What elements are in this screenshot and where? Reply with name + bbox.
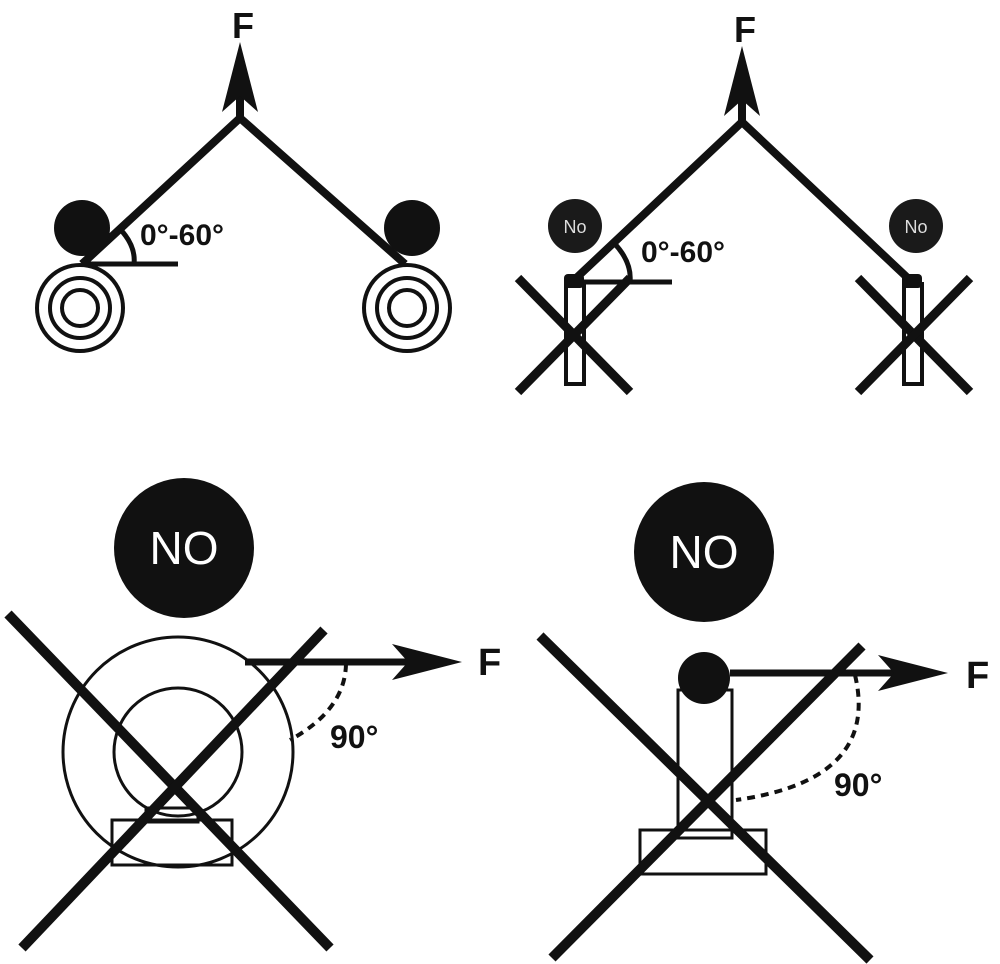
no-badge-label: NO [150, 522, 219, 574]
angle-label: 0°-60° [140, 219, 224, 252]
eye-bolt-ring-outer [61, 635, 295, 869]
lifting-ball-left [54, 200, 110, 256]
no-badge-right-label: No [904, 217, 927, 237]
panel-top-left-correct: F 0°-60° [35, 5, 452, 353]
eye-bolt-ring-right-inner [387, 288, 427, 328]
force-arrow-head [878, 655, 948, 691]
panel-bottom-right-wrong: NO F 90° [536, 482, 989, 964]
no-badge [114, 478, 254, 618]
eye-bolt-head [678, 652, 730, 704]
cross-mark-right-b [854, 274, 974, 396]
eye-bolt-ring-inner [112, 686, 244, 818]
no-badge-left [548, 199, 602, 253]
eye-bolt-head-right [902, 274, 922, 288]
eye-bolt-ring-right-outer [362, 263, 452, 353]
angle-arc-dashed [289, 663, 348, 742]
angle-arc [118, 227, 137, 265]
cross-mark-left-b [514, 274, 634, 396]
no-badge-right [889, 199, 943, 253]
cross-mark-b [18, 626, 328, 952]
angle-label: 90° [834, 767, 882, 803]
force-label: F [966, 655, 989, 697]
eye-bolt-ring-left-mid [48, 276, 112, 340]
panel-bottom-left-wrong: NO F 90° [4, 478, 501, 952]
cross-mark-b [548, 642, 866, 962]
force-arrow-head [724, 46, 760, 116]
force-arrow-head [392, 644, 462, 680]
angle-arc-dashed [735, 674, 861, 802]
no-badge [634, 482, 774, 622]
force-label: F [734, 9, 756, 50]
no-badge-label: NO [670, 526, 739, 578]
force-label: F [478, 642, 501, 684]
eye-bolt-ring-left-outer [35, 263, 125, 353]
panel-top-right-wrong: F No No 0°-60° [514, 9, 974, 396]
eye-bolt-shank [676, 688, 734, 840]
cross-mark-a [4, 610, 334, 952]
force-label: F [232, 5, 254, 46]
lifting-ball-right [384, 200, 440, 256]
angle-label: 0°-60° [641, 236, 725, 269]
angle-label: 90° [330, 719, 378, 755]
no-badge-left-label: No [563, 217, 586, 237]
eye-bolt-ring-right-mid [375, 276, 439, 340]
force-arrow-head [222, 42, 258, 112]
eye-bolt-ring-left-inner [60, 288, 100, 328]
